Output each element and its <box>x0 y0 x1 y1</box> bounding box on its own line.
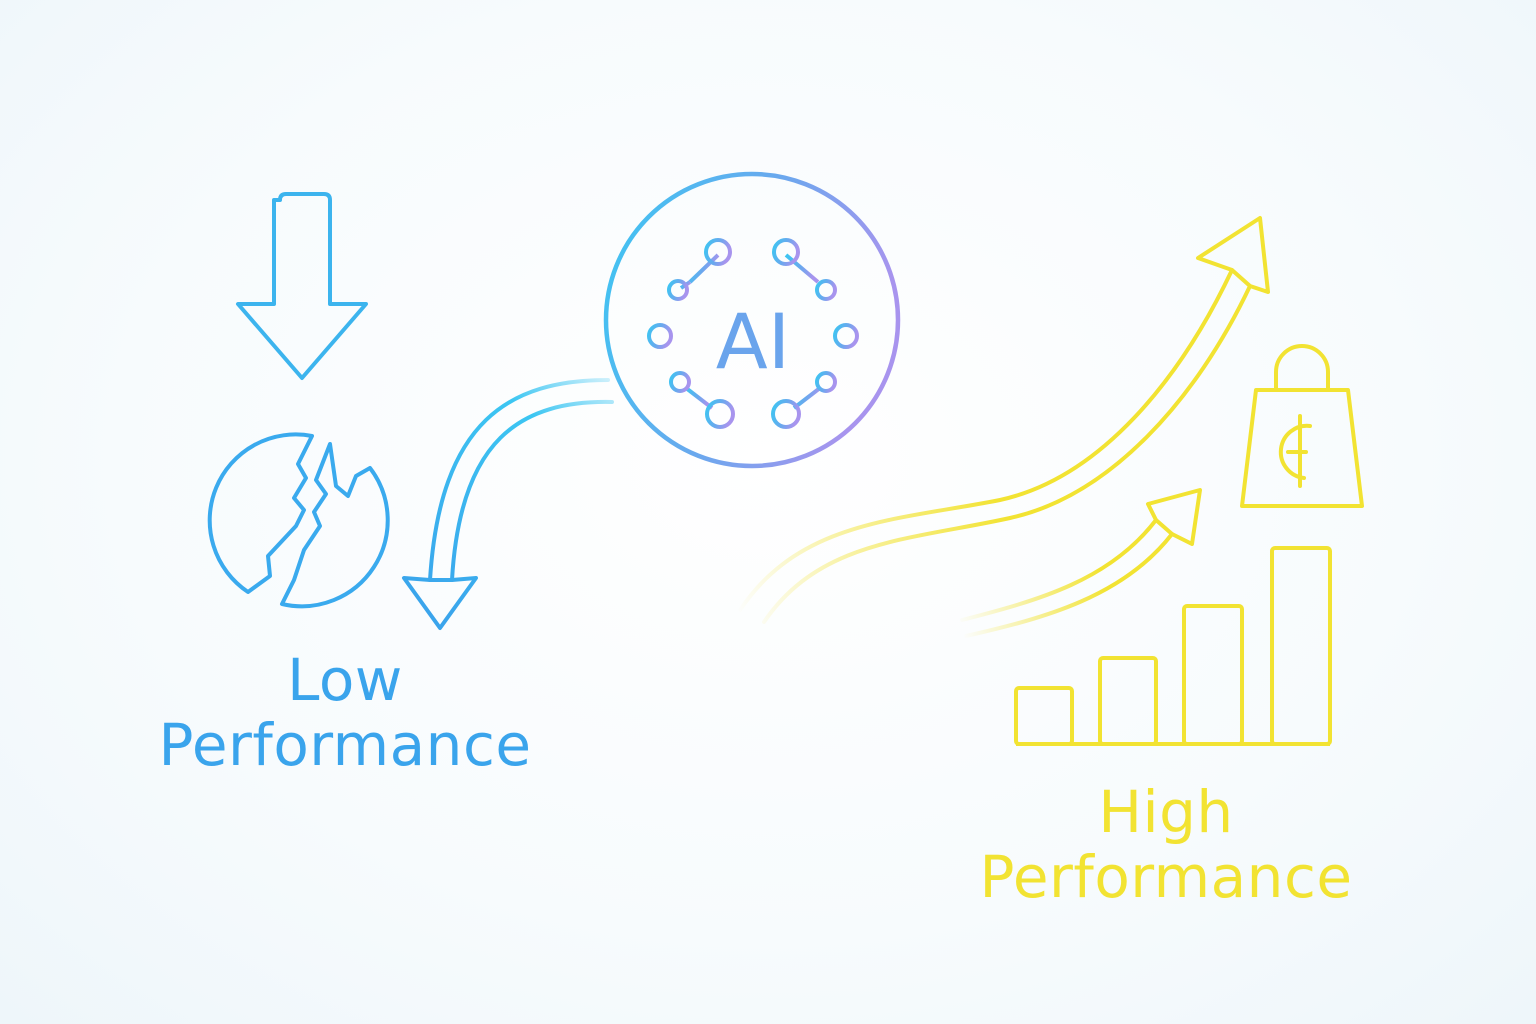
broken-circle-icon <box>207 432 390 609</box>
low-performance-line1: Low <box>287 646 403 714</box>
bar-chart-icon <box>1014 546 1332 746</box>
rising-arrow-small-head <box>1146 488 1202 546</box>
money-bag-icon <box>1240 344 1364 508</box>
low-performance-line2: Performance <box>158 710 532 779</box>
ai-network-icon: AI <box>603 171 901 469</box>
ai-hub-text: AI <box>716 297 790 386</box>
high-performance-line1: High <box>1098 778 1234 846</box>
curved-down-arrow-icon <box>402 378 614 630</box>
rising-arrow-large-head <box>1196 216 1270 294</box>
rising-arrow-small-icon <box>960 518 1174 638</box>
rising-arrow-large-icon <box>738 268 1252 624</box>
down-arrow-icon <box>236 192 368 380</box>
high-performance-line2: Performance <box>979 842 1353 911</box>
low-performance-label: Low Performance <box>140 648 550 778</box>
high-performance-label: High Performance <box>958 780 1374 910</box>
